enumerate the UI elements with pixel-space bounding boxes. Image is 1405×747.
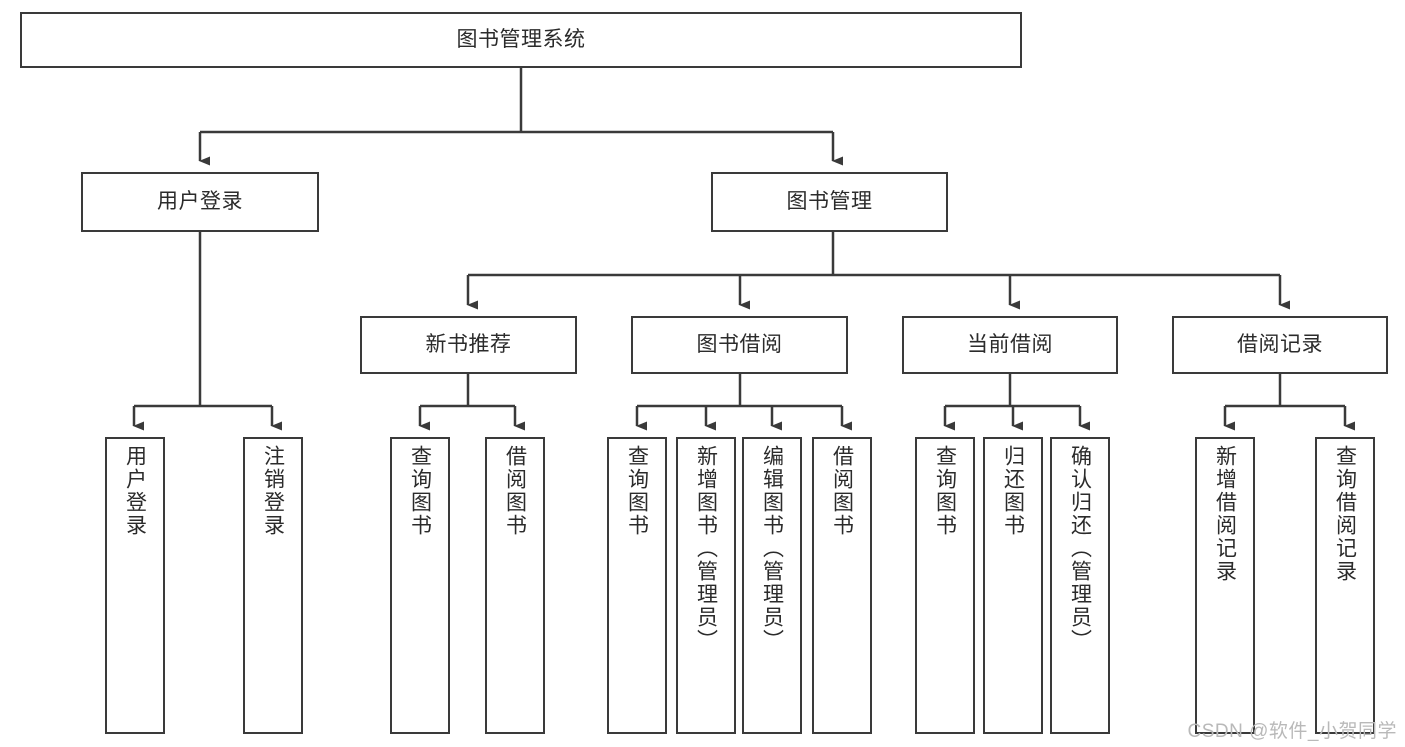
- node-label: 图书管理: [786, 189, 873, 213]
- node-book-borrow[interactable]: 图书借阅: [631, 316, 848, 374]
- node-new-book-recommend[interactable]: 新书推荐: [360, 316, 577, 374]
- leaf-book-borrow-0[interactable]: 查询图书: [607, 437, 667, 734]
- node-label: 新增借阅记录: [1213, 445, 1237, 583]
- node-root-book-management-system[interactable]: 图书管理系统: [20, 12, 1022, 68]
- node-user-login[interactable]: 用户登录: [81, 172, 319, 232]
- node-label: 借阅图书: [830, 445, 854, 537]
- node-label: 当前借阅: [967, 332, 1053, 356]
- node-label: 编辑图书（管理员）: [760, 445, 784, 652]
- leaf-book-borrow-1[interactable]: 新增图书（管理员）: [676, 437, 736, 734]
- leaf-book-borrow-3[interactable]: 借阅图书: [812, 437, 872, 734]
- leaf-new-book-recommend-1[interactable]: 借阅图书: [485, 437, 545, 734]
- node-label: 借阅记录: [1237, 332, 1323, 356]
- node-label: 查询图书: [625, 445, 649, 537]
- node-label: 查询借阅记录: [1333, 445, 1357, 583]
- leaf-user-login-0[interactable]: 用户登录: [105, 437, 165, 734]
- node-label: 查询图书: [933, 445, 957, 537]
- node-label: 确认归还（管理员）: [1068, 445, 1092, 652]
- leaf-borrow-record-1[interactable]: 查询借阅记录: [1315, 437, 1375, 734]
- leaf-user-login-1[interactable]: 注销登录: [243, 437, 303, 734]
- node-label: 新书推荐: [425, 332, 512, 356]
- node-label: 借阅图书: [503, 445, 527, 537]
- node-book-management[interactable]: 图书管理: [711, 172, 948, 232]
- node-label: 新增图书（管理员）: [694, 445, 718, 652]
- node-current-borrow[interactable]: 当前借阅: [902, 316, 1118, 374]
- node-label: 查询图书: [408, 445, 432, 537]
- leaf-new-book-recommend-0[interactable]: 查询图书: [390, 437, 450, 734]
- node-borrow-record[interactable]: 借阅记录: [1172, 316, 1388, 374]
- leaf-current-borrow-2[interactable]: 确认归还（管理员）: [1050, 437, 1110, 734]
- node-label: 用户登录: [157, 189, 243, 213]
- node-label: 图书管理系统: [456, 27, 586, 51]
- node-label: 用户登录: [123, 445, 147, 537]
- leaf-current-borrow-0[interactable]: 查询图书: [915, 437, 975, 734]
- node-label: 图书借阅: [696, 332, 783, 356]
- node-label: 归还图书: [1001, 445, 1025, 537]
- leaf-book-borrow-2[interactable]: 编辑图书（管理员）: [742, 437, 802, 734]
- leaf-current-borrow-1[interactable]: 归还图书: [983, 437, 1043, 734]
- leaf-borrow-record-0[interactable]: 新增借阅记录: [1195, 437, 1255, 734]
- node-label: 注销登录: [261, 445, 285, 537]
